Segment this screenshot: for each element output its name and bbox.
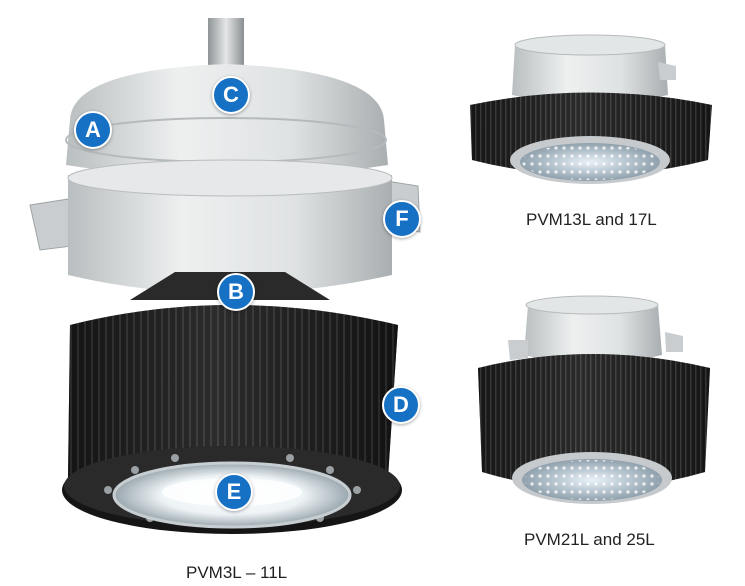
fixture-pvm13l-17l: [470, 34, 712, 184]
caption-main-fixture: PVM3L – 11L: [186, 563, 288, 582]
label-badge-e: E: [215, 473, 253, 511]
label-badge-b: B: [217, 273, 255, 311]
label-badge-c: C: [212, 76, 250, 114]
label-badge-a: A: [74, 111, 112, 149]
label-badge-f: F: [383, 200, 421, 238]
housing-body: [68, 175, 392, 294]
fixture-pvm21l-25l: [478, 295, 710, 504]
caption-bottom-right-fixture: PVM21L and 25L: [524, 530, 655, 549]
housing-cover: [66, 64, 388, 178]
label-badge-d: D: [382, 386, 420, 424]
caption-top-right-fixture: PVM13L and 17L: [526, 210, 657, 229]
